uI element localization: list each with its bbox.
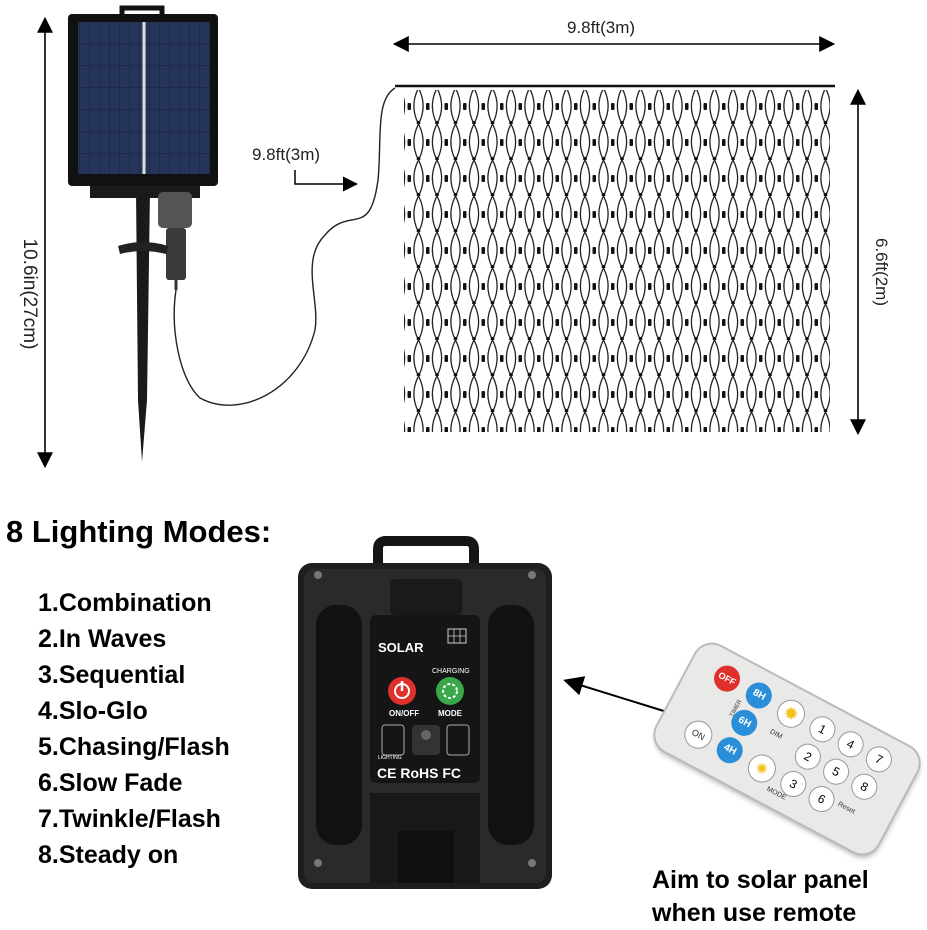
mode-item: 8.Steady on: [38, 841, 179, 869]
mode-button[interactable]: [436, 677, 464, 705]
mode-item: 6.Slow Fade: [38, 769, 183, 797]
lighting-label: LIGHTING: [378, 755, 402, 761]
mode-item: 3.Sequential: [38, 661, 186, 689]
net-width-label: 9.8ft(3m): [567, 18, 636, 37]
net-height-label: 6.6ft(2m): [872, 237, 891, 307]
charging-label: CHARGING: [432, 668, 470, 675]
controller-brand: SOLAR: [378, 640, 424, 655]
mode-item: 4.Slo-Glo: [38, 697, 148, 725]
solar-panel-icon: [68, 5, 218, 462]
lead-wire-arrow: [294, 170, 358, 192]
caption-line-2: when use remote: [652, 899, 857, 927]
modes-heading: 8 Lighting Modes:: [6, 514, 272, 549]
mode-item: 2.In Waves: [38, 625, 167, 653]
pointer-arrow: [563, 676, 668, 713]
controller-box: [298, 536, 552, 889]
modes-list: 1.Combination 2.In Waves 3.Sequential 4.…: [38, 585, 230, 873]
panel-height-label: 10.6in(27cm): [19, 238, 40, 350]
remote-control: OFF ON 8H 6H 4H TIMER ✹ DIM ✺ MODE 1 2 3…: [648, 638, 926, 860]
mode-item: 7.Twinkle/Flash: [38, 805, 221, 833]
lead-wire-label: 9.8ft(3m): [252, 145, 321, 164]
certs-label: CE RoHS FC: [377, 765, 461, 781]
onoff-label: ON/OFF: [389, 709, 420, 718]
remote-caption: Aim to solar panel when use remote: [652, 864, 869, 930]
mode-item: 5.Chasing/Flash: [38, 733, 230, 761]
product-diagram: [37, 5, 866, 469]
lead-wire: [173, 87, 396, 406]
mode-label: MODE: [438, 709, 462, 718]
net-lights-icon: [395, 84, 835, 432]
mode-item: 1.Combination: [38, 589, 212, 617]
caption-line-1: Aim to solar panel: [652, 866, 869, 894]
